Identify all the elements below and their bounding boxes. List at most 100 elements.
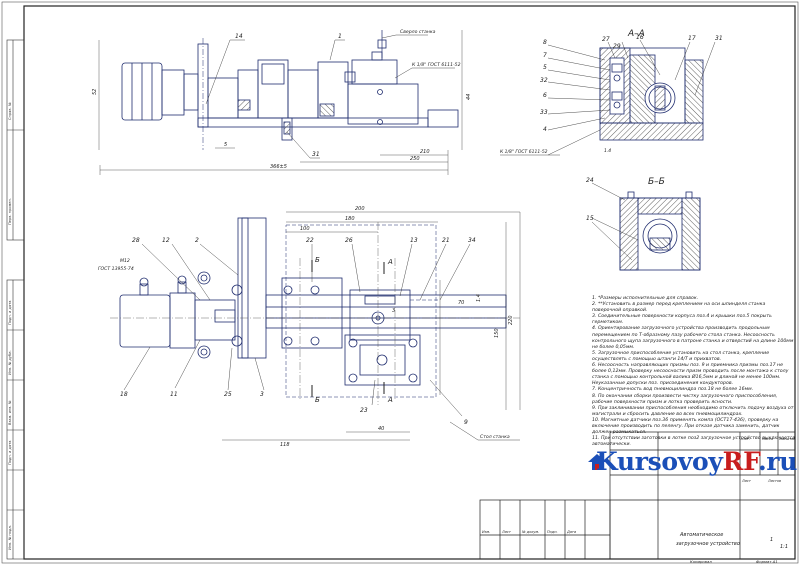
thread-callout: К 1/8" ГОСТ 6111-52 [412,62,461,68]
plan-view [119,217,507,398]
thread-callout: М12 [120,258,130,264]
part-number: 31 [312,151,320,158]
section-aa-callouts: А–А 8 27 29 16 17 31 7 5 32 6 33 4 1.4 К… [500,29,723,155]
watermark-part: Kursovoy [596,447,723,476]
right-label: Масштаб [779,437,796,441]
note-item: 7. Концентричность вод пневмоцилиндра по… [592,387,754,393]
cut-mark-label: А [387,258,393,266]
part-number: 11 [170,391,178,398]
thread-callout: К 1/8" ГОСТ 6111-52 [500,149,548,155]
part-number: 17 [688,35,696,42]
side-stamp-labels: Перв. примен. Справ. № Подп. и дата Инв.… [8,102,12,550]
plan-view-centerlines [110,222,520,405]
stamp-label: Подп. и дата [8,441,12,465]
row-label: Подп. [547,530,558,534]
dim-label: 210 [420,149,430,155]
scale: 1:1 [780,544,788,550]
front-view-notes: Сверло станка К 1/8" ГОСТ 6111-52 [400,29,461,68]
part-number: 34 [468,237,476,244]
side-stamp [6,39,25,560]
section-bb-callouts: Б–Б 24 15 [586,177,665,222]
cut-mark-label: Б [315,256,320,264]
note-item: 11. При отсутствии заготовки в лотке поз… [592,436,795,448]
dim-label: 150 [494,328,500,338]
dim-label: 1.4 [476,294,482,302]
plan-view-leaders [123,243,520,441]
part-number: 9 [464,419,468,426]
section-bb [619,191,701,271]
drill-callout: Сверло станка [400,29,436,35]
plan-view-cut-labels: Б Б А А [315,256,393,404]
section-aa-leaders [500,39,716,156]
dim-label: 100 [300,226,310,232]
dim-label: 366±5 [270,164,287,170]
front-view-leaders [205,34,455,159]
stamp-label: Инв. № дубл. [8,350,12,375]
right-label: Лист [741,479,752,483]
part-number: 18 [120,391,128,398]
note-item: 10. Магнитные датчики поз.36 применять к… [592,417,780,436]
sheet-number: 1 [770,537,773,543]
dim-label: 200 [355,206,365,212]
right-label: Масса [762,437,773,441]
part-number: 8 [543,39,547,46]
dim-label: 70 [458,300,464,306]
front-view-dimensions [98,30,463,175]
dim-label: 118 [280,442,290,448]
title-block [479,431,796,560]
section-aa [599,47,704,141]
part-number: 21 [442,237,450,244]
watermark-part: RF [722,447,759,476]
watermark: KursovoyRF.ru [596,447,798,476]
dim-label: 44 [466,94,472,100]
part-number: 29 [613,43,621,50]
part-number: 25 [224,391,232,398]
part-number: 4 [543,126,547,133]
part-number: 22 [306,237,314,244]
stamp-label: Справ. № [8,102,12,120]
plan-view-cut-marks [311,260,385,397]
plan-view-callouts: 28 12 2 22 26 13 21 34 18 11 25 3 23 9 [120,237,476,426]
row-label: Изм. [482,530,490,534]
note-item: 8. По окончании сборки произвести чистку… [592,393,778,405]
standard-callout: ГОСТ 13955-74 [98,266,134,272]
part-number: 32 [540,77,548,84]
part-number: 27 [602,36,610,43]
copied-label: Копировал [690,559,712,564]
note-item: 6. Несоосность направляющих призмы поз. … [592,363,789,387]
watermark-part: .ru [758,447,798,476]
part-number: 16 [636,34,644,41]
note-item: 1. *Размеры исполнительные для справок. [592,296,699,301]
format-label: Формат А1 [756,559,778,564]
right-label: Листов [767,479,781,483]
dim-label: 250 [410,156,420,162]
plan-view-dimensions [222,211,521,441]
title-line: загрузочное устройство [676,541,740,547]
table-callout: Стол станка [480,434,510,440]
part-number: 23 [360,407,368,414]
technical-notes: 1. *Размеры исполнительные для справок. … [592,296,795,448]
part-number: 24 [586,177,594,184]
front-view-callouts: 14 1 31 [235,33,342,158]
part-number: 2 [195,237,199,244]
note-item: 3. Соединительные поверхности корпуса по… [592,314,772,326]
dim-label: 3 [392,308,395,314]
note-item: 5. Загрузочное приспособление установить… [592,350,770,362]
part-number: 1 [338,33,342,40]
section-bb-leaders [591,182,639,261]
part-number: 33 [540,109,548,116]
section-title: Б–Б [648,177,665,187]
part-number: 26 [345,237,353,244]
front-view-dim-text: 366±5 250 210 52 44 5 [92,89,472,170]
row-label: Лист [501,530,512,534]
part-number: 3 [260,391,264,398]
plan-view-notes: М12 ГОСТ 13955-74 Стол станка [98,258,510,440]
watermark-logo-icon [588,454,606,470]
section-title: А–А [627,29,645,39]
stamp-label: Инв. № подл. [8,525,12,550]
dim-label: 220 [508,315,514,325]
part-number: 7 [543,52,547,59]
dim-label: 52 [92,89,98,95]
